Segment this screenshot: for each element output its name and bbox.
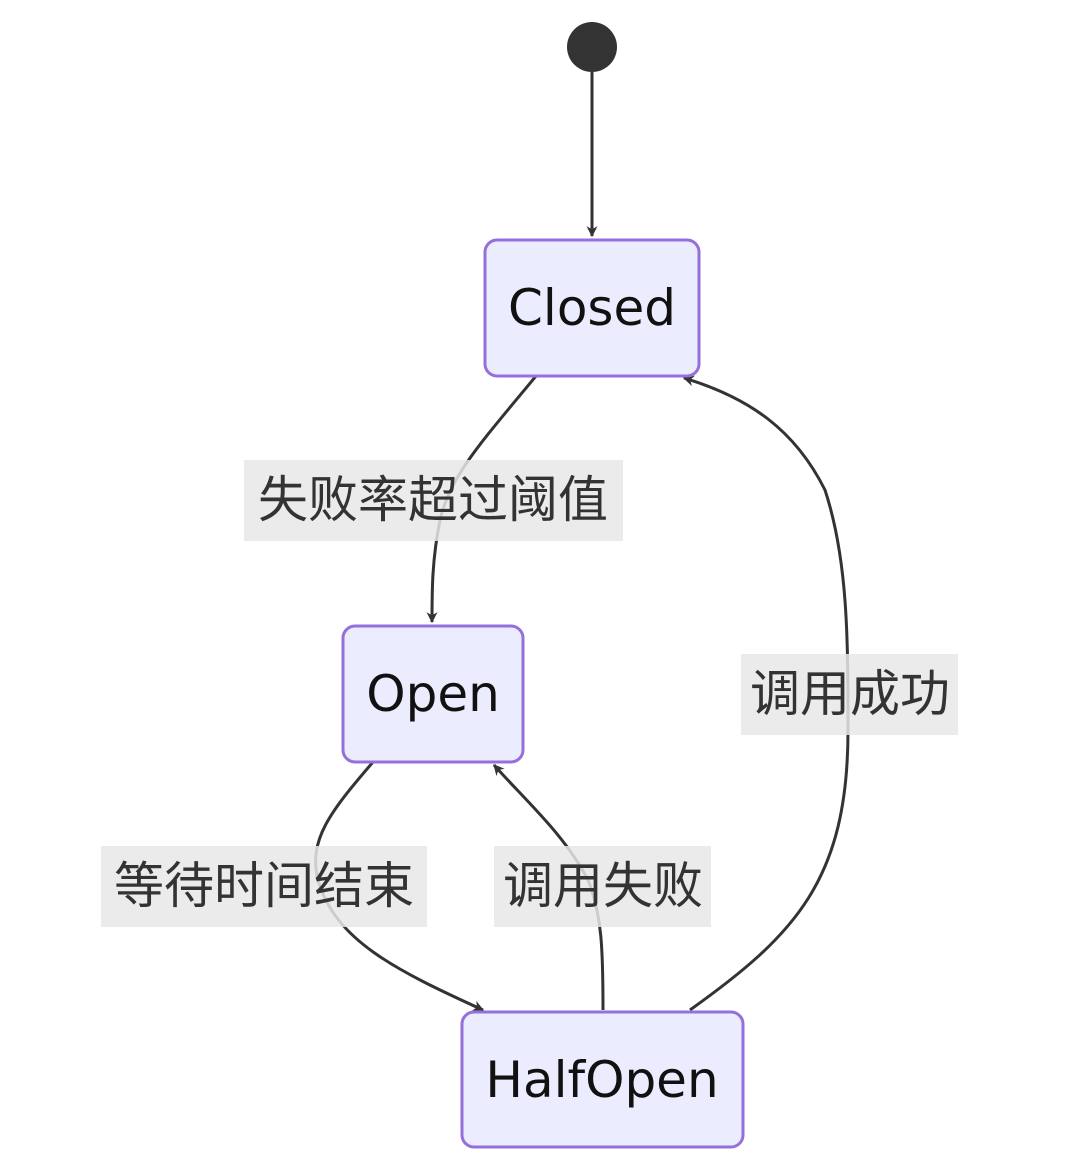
edge-label-closed-to-open-text: 失败率超过阈值	[258, 471, 608, 529]
state-open-label: Open	[366, 665, 500, 723]
edge-label-open-to-half-open: 等待时间结束	[101, 846, 427, 927]
edge-label-open-to-half-open-text: 等待时间结束	[114, 857, 414, 915]
edge-label-closed-to-open: 失败率超过阈值	[244, 460, 623, 541]
state-half-open: HalfOpen	[460, 1010, 745, 1149]
edge-label-half-open-to-closed: 调用成功	[741, 654, 958, 735]
edge-label-half-open-to-open: 调用失败	[494, 846, 711, 927]
edge-half-open-to-closed	[682, 375, 850, 1012]
edge-label-half-open-to-open-text: 调用失败	[503, 857, 703, 915]
edge-label-half-open-to-closed-text: 调用成功	[750, 665, 950, 723]
state-half-open-label: HalfOpen	[485, 1051, 718, 1109]
state-closed: Closed	[483, 238, 701, 378]
start-node	[567, 22, 617, 72]
state-open: Open	[341, 624, 525, 764]
state-closed-label: Closed	[508, 279, 676, 337]
